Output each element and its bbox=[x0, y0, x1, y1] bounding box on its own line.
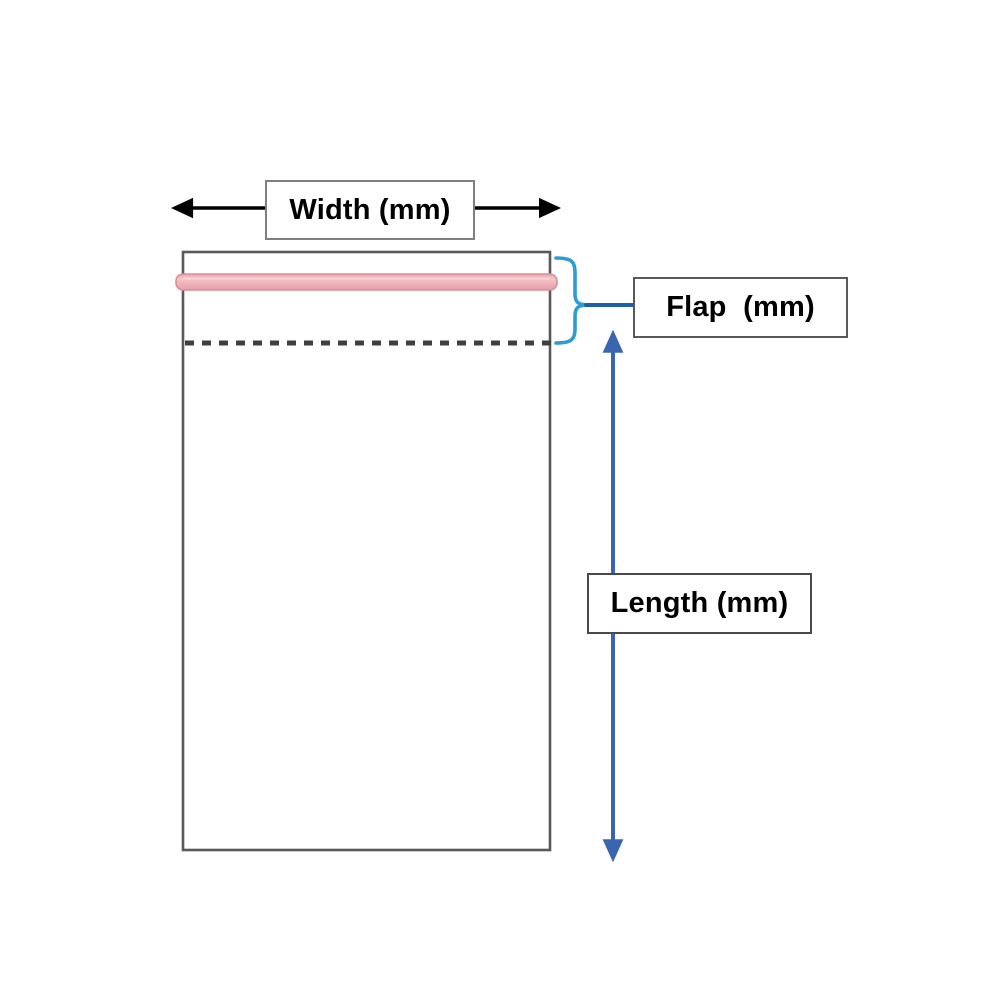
flap-brace-curve bbox=[554, 256, 590, 345]
flap-brace bbox=[554, 256, 636, 345]
width-label-text: Width (mm) bbox=[289, 193, 451, 226]
bag-outline bbox=[181, 250, 552, 852]
width-label-box: Width (mm) bbox=[265, 180, 475, 240]
flap-label-box: Flap (mm) bbox=[633, 277, 848, 338]
adhesive-strip-bar bbox=[175, 273, 558, 291]
flap-label-text: Flap (mm) bbox=[666, 291, 815, 323]
length-label-text: Length (mm) bbox=[610, 587, 789, 619]
length-label-box: Length (mm) bbox=[587, 573, 812, 634]
bag-body-rect bbox=[181, 250, 552, 852]
adhesive-strip bbox=[175, 273, 558, 291]
